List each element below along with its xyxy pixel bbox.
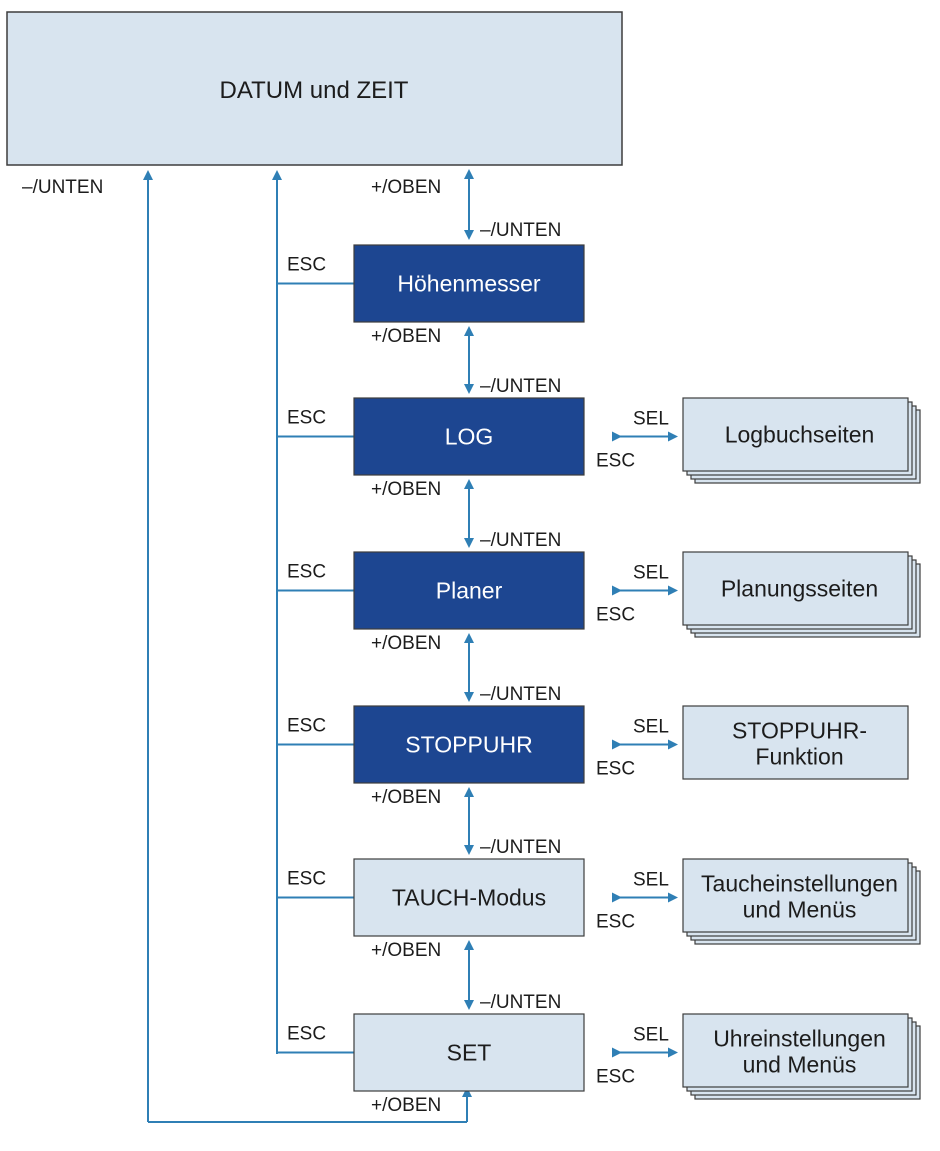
sub-page-label: Logbuchseiten [725, 422, 875, 448]
menu-item-box [353, 244, 585, 323]
sel-label: SEL [633, 870, 669, 891]
menu-row-1: ESC LOG SEL ESC Logbuchseiten +/OBEN –/UNTEN [277, 397, 921, 551]
up-label: +/OBEN [371, 479, 441, 500]
menu-item-box [353, 1013, 585, 1092]
menu-item-label: STOPPUHR [405, 732, 532, 758]
sub-page-box: Planungsseiten [682, 551, 921, 638]
menu-item-label: Planer [436, 578, 503, 604]
sub-page-rect [682, 1013, 909, 1088]
menu-item-label: LOG [445, 424, 494, 450]
esc-label: ESC [287, 408, 326, 429]
sub-page-label-line-1: STOPPUHR- [732, 718, 867, 744]
up-label: +/OBEN [371, 1095, 441, 1116]
outer-loop-connector [143, 170, 472, 1123]
sub-page-box: Logbuchseiten [682, 397, 921, 484]
menu-item-box [353, 397, 585, 476]
title-box: DATUM und ZEIT [6, 11, 623, 166]
esc-label: ESC [596, 605, 635, 626]
up-label: +/OBEN [371, 787, 441, 808]
title-box-rect [6, 11, 623, 166]
esc-label: ESC [596, 912, 635, 933]
esc-label: ESC [596, 1067, 635, 1088]
sel-label: SEL [633, 563, 669, 584]
menu-item-label: SET [447, 1040, 492, 1066]
up-label: +/OBEN [371, 633, 441, 654]
sub-page-label: Planungsseiten [721, 576, 878, 602]
sub-page-label-line-1: Uhreinstellungen [713, 1026, 886, 1052]
menu-item-box [353, 705, 585, 784]
title-text: DATUM und ZEIT [220, 77, 409, 104]
menu-rows: +/OBEN –/UNTEN ESC Höhenmesser +/OBEN –/UNTEN… [277, 169, 921, 1116]
sel-label: SEL [633, 409, 669, 430]
menu-item-box [353, 551, 585, 630]
down-label: –/UNTEN [480, 220, 561, 241]
menu-row-4: ESC TAUCH-Modus SEL ESC Taucheinstellungenun… [277, 858, 921, 1013]
esc-label: ESC [287, 255, 326, 276]
menu-row-3: ESC STOPPUHR SEL ESC STOPPUHR-Funktion +/OBEN… [277, 705, 909, 858]
menu-item-label: Höhenmesser [397, 271, 541, 297]
menu-row-0: ESC Höhenmesser +/OBEN –/UNTEN [277, 244, 585, 397]
outer-down-label: –/UNTEN [22, 177, 103, 198]
up-label: +/OBEN [371, 940, 441, 961]
esc-label: ESC [287, 1024, 326, 1045]
sub-page-label-line-1: Taucheinstellungen [701, 871, 898, 897]
menu-item-label: TAUCH-Modus [392, 885, 546, 911]
sub-page-label-line-2: Funktion [755, 744, 843, 770]
down-label: –/UNTEN [480, 684, 561, 705]
sub-page-rect [682, 705, 909, 780]
sub-page-box: STOPPUHR-Funktion [682, 705, 909, 780]
down-label: –/UNTEN [480, 530, 561, 551]
sub-page-rect [682, 397, 909, 472]
menu-row-2: ESC Planer SEL ESC Planungsseiten +/OBEN –/UNT… [277, 551, 921, 705]
connector-title-to-item-0: +/OBEN –/UNTEN [371, 169, 561, 241]
esc-label: ESC [287, 716, 326, 737]
down-label: –/UNTEN [480, 837, 561, 858]
up-label: +/OBEN [371, 177, 441, 198]
menu-item-box [353, 858, 585, 937]
esc-label: ESC [287, 562, 326, 583]
sel-label: SEL [633, 1025, 669, 1046]
down-label: –/UNTEN [480, 376, 561, 397]
esc-label: ESC [287, 869, 326, 890]
sub-page-label-line-2: und Menüs [743, 897, 857, 923]
down-label: –/UNTEN [480, 992, 561, 1013]
sel-label: SEL [633, 717, 669, 738]
up-label: +/OBEN [371, 326, 441, 347]
sub-page-rect [682, 858, 909, 933]
sub-page-label-line-2: und Menüs [743, 1052, 857, 1078]
esc-label: ESC [596, 759, 635, 780]
esc-label: ESC [596, 451, 635, 472]
sub-page-rect [682, 551, 909, 626]
